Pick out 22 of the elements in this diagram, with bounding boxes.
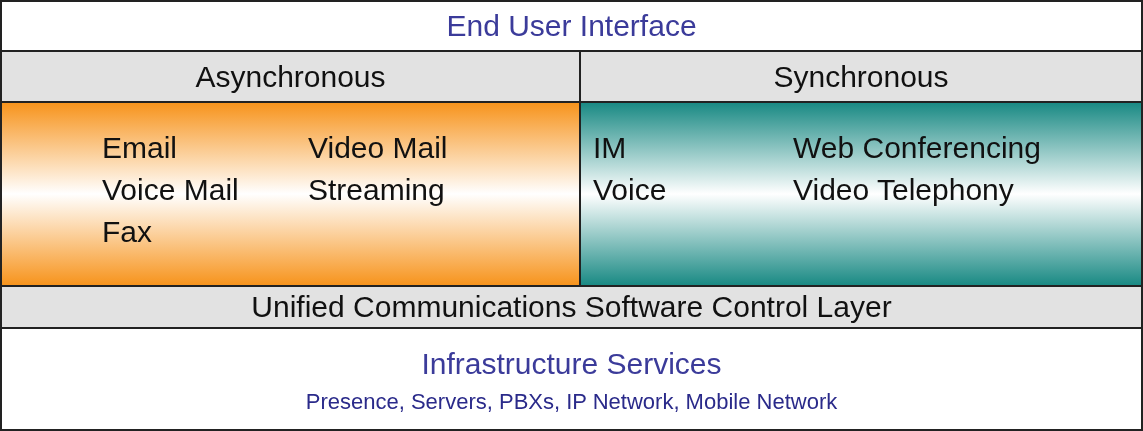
service-label: Web Conferencing <box>793 133 1041 163</box>
service-label: IM <box>593 133 627 163</box>
category-header <box>579 50 1143 103</box>
service-label: Voice Mail <box>102 175 239 205</box>
layer-title: End User Interface <box>446 11 697 41</box>
service-label: Video Telephony <box>793 175 1014 205</box>
category-header <box>0 50 581 103</box>
category-title: Asynchronous <box>195 61 386 92</box>
synchronous-panel <box>579 101 1143 287</box>
service-label: Voice <box>593 175 667 205</box>
layer-band <box>0 0 1143 52</box>
layer-description: Presence, Servers, PBXs, IP Network, Mobile Network <box>305 391 838 413</box>
layer-title: Unified Communications Software Control Layer <box>251 292 892 322</box>
service-label: Email <box>102 133 177 163</box>
asynchronous-panel <box>0 101 581 287</box>
layer-band <box>0 285 1143 329</box>
service-label: Fax <box>102 217 152 247</box>
service-label: Video Mail <box>308 133 448 163</box>
layer-title: Infrastructure Services <box>421 349 722 379</box>
category-title: Synchronous <box>773 61 949 92</box>
layer-band <box>0 327 1143 431</box>
service-label: Streaming <box>308 175 445 205</box>
